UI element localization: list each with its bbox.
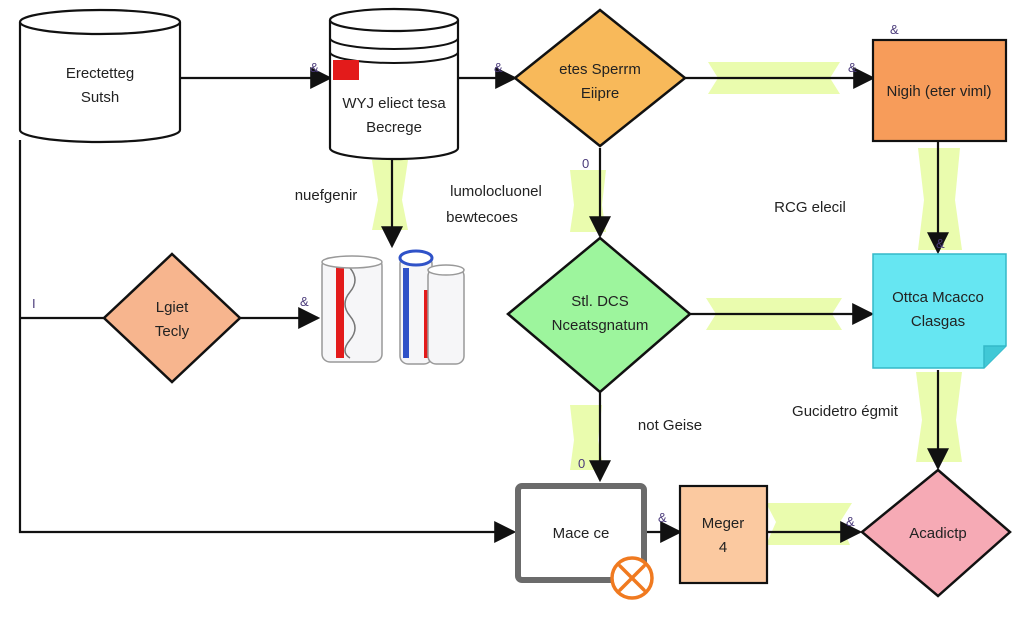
box-top-right-text: Nigih (eter viml): [886, 83, 991, 100]
decision-bottom-right-text: Acadictp: [909, 525, 967, 542]
box-bottom-small-line1: Meger: [702, 515, 745, 532]
test-tubes-icon: [321, 249, 465, 365]
database-top: WYJ eliect tesa Becrege: [328, 7, 460, 161]
decision-mid-line1: Stl. DCS: [571, 293, 629, 310]
edge-mark: &: [936, 236, 945, 251]
label-nuefgenir: nuefgenir: [295, 187, 358, 204]
label-gucidetro: Gucidetro égmit: [792, 403, 899, 420]
decision-top-line1: etes Sperrm: [559, 61, 641, 78]
edge-mark: &: [846, 514, 855, 529]
decision-mid-line2: Nceatsgnatum: [552, 317, 649, 334]
label-rcg-elecil: RCG elecil: [774, 199, 846, 216]
decision-top: etes Sperrm Eiipre: [512, 8, 688, 148]
db-left-line2: Sutsh: [81, 89, 119, 106]
connectors: [18, 67, 949, 543]
note-right-line2: Clasgas: [911, 313, 965, 330]
decision-bottom-right: Acadictp: [860, 468, 1012, 598]
decision-left-line1: Lgiet: [156, 299, 189, 316]
edge-mark: &: [890, 22, 899, 37]
box-top-right: Nigih (eter viml): [871, 38, 1008, 143]
red-tag: [333, 60, 359, 80]
label-not-geise: not Geise: [638, 417, 702, 434]
note-right-line1: Ottca Mcacco: [892, 289, 984, 306]
db-top-line1: WYJ eliect tesa: [342, 95, 446, 112]
edge-mark: &: [848, 60, 857, 75]
db-left-line1: Erectetteg: [66, 65, 134, 82]
box-bottom-small: Meger 4: [678, 484, 769, 585]
database-left: Erectetteg Sutsh: [18, 8, 182, 144]
decision-top-line2: Eiipre: [581, 85, 619, 102]
decision-mid: Stl. DCS Nceatsgnatum: [506, 236, 692, 394]
cancel-icon: [610, 556, 654, 600]
decision-left-line2: Tecly: [155, 323, 190, 340]
edge-mark: &: [310, 60, 319, 75]
edge-mark: 0: [578, 456, 585, 471]
label-lumolocluonel: lumolocluonel: [450, 183, 542, 200]
edge-mark: 0: [582, 156, 589, 171]
edge-marks: & & & 0 0 & & I & & &: [32, 22, 945, 529]
box-bottom-mid-text: Mace ce: [553, 525, 610, 542]
edge-mark: I: [32, 296, 36, 311]
edge-mark: &: [300, 294, 309, 309]
edge-mark: &: [658, 510, 667, 525]
edge-mark: &: [494, 60, 503, 75]
note-right: Ottca Mcacco Clasgas: [872, 253, 1007, 369]
box-bottom-mid: Mace ce: [515, 483, 654, 600]
box-bottom-small-line2: 4: [719, 539, 727, 556]
label-bewtecoes: bewtecoes: [446, 209, 518, 226]
decision-left: Lgiet Tecly: [102, 252, 242, 384]
db-top-line2: Becrege: [366, 119, 422, 136]
